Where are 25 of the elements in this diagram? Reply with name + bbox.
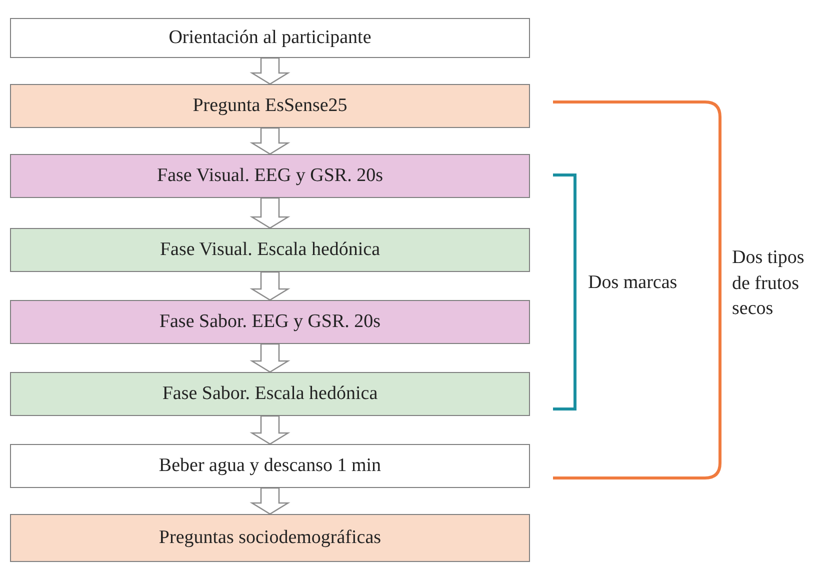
step-text: Fase Visual. Escala hedónica [160, 239, 380, 261]
process-box [10, 84, 530, 128]
block-arrow [250, 197, 290, 229]
block-arrow [250, 271, 290, 301]
step-text: Fase Visual. EEG y GSR. 20s [157, 165, 383, 187]
step-text: Fase Sabor. Escala hedónica [162, 383, 378, 405]
process-box [10, 154, 530, 198]
block-arrow [250, 127, 290, 155]
process-box [10, 300, 530, 344]
block-arrow [250, 415, 290, 445]
process-box [10, 514, 530, 562]
bracket-label: Dos tipos de frutos secos [732, 246, 806, 322]
process-box [10, 372, 530, 416]
block-arrow [250, 57, 290, 85]
bracket-label: Dos marcas [588, 271, 678, 295]
process-box [10, 18, 530, 58]
step-text: Fase Sabor. EEG y GSR. 20s [159, 311, 381, 333]
block-arrow [250, 487, 290, 515]
process-box [10, 444, 530, 488]
step-text: Orientación al participante [168, 27, 372, 49]
process-box [10, 228, 530, 272]
step-text: Preguntas sociodemográficas [158, 527, 382, 549]
step-text: Beber agua y descanso 1 min [158, 455, 382, 477]
block-arrow [250, 343, 290, 373]
step-text: Pregunta EsSense25 [192, 95, 348, 117]
